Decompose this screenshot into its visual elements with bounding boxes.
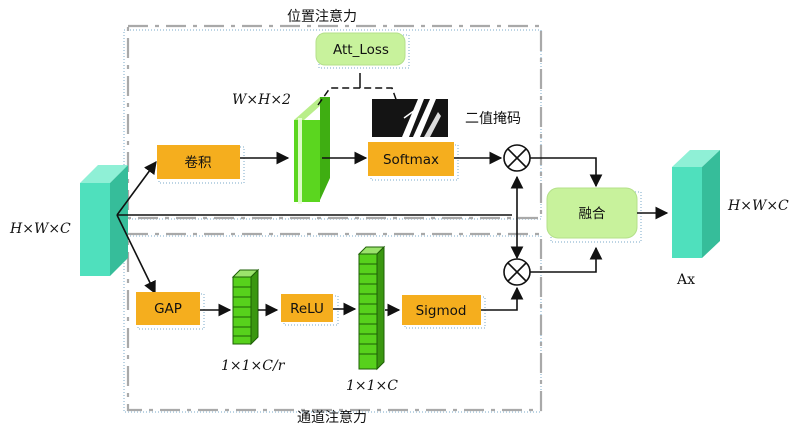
output-dim-label: H×W×C — [727, 198, 789, 214]
channel-attention-title: 通道注意力 — [297, 409, 367, 426]
relu-label: ReLU — [290, 301, 324, 317]
binary-mask-image — [372, 99, 448, 137]
fusion-label: 融合 — [579, 206, 607, 222]
mask-label: 二值掩码 — [465, 111, 521, 127]
conv-box: 卷积 — [157, 145, 245, 184]
feature-dim-label: W×H×2 — [232, 92, 291, 108]
output-tensor — [672, 150, 720, 258]
softmax-label: Softmax — [383, 152, 439, 168]
softmax-box: Softmax — [368, 142, 459, 181]
gap-label: GAP — [154, 301, 182, 317]
att-loss-box: Att_Loss — [315, 32, 410, 69]
reduced-dim-label: 1×1×C/r — [221, 358, 286, 374]
position-attention-title: 位置注意力 — [287, 8, 357, 25]
output-name-label: Ax — [676, 272, 695, 288]
channel-attention-region — [123, 232, 543, 413]
fusion-box: 融合 — [546, 187, 642, 243]
input-dim-label: H×W×C — [9, 221, 71, 237]
full-dim-label: 1×1×C — [346, 378, 398, 394]
multiply-circle-icon — [503, 144, 531, 172]
sigmoid-label: Sigmod — [416, 303, 467, 319]
full-channel-vector — [357, 245, 386, 371]
input-tensor — [80, 165, 128, 276]
gap-box: GAP — [136, 292, 205, 330]
position-feature-map — [294, 97, 330, 204]
multiply-circle-icon — [503, 258, 531, 286]
att-loss-label: Att_Loss — [333, 42, 389, 58]
sigmoid-box: Sigmod — [402, 295, 486, 329]
position-attention-region — [123, 24, 543, 220]
relu-box: ReLU — [281, 294, 339, 326]
conv-label: 卷积 — [185, 155, 212, 171]
loss-bracket — [317, 87, 399, 106]
reduced-channel-vector — [231, 268, 260, 346]
